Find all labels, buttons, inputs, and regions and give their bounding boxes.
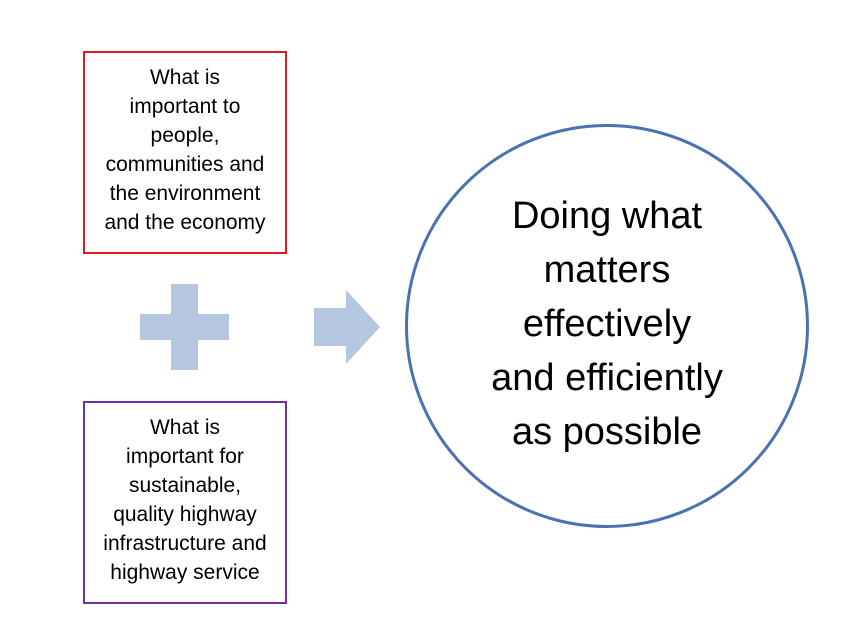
arrow-right-icon: [314, 290, 380, 364]
highway-infrastructure-text: What is important for sustainable, quali…: [103, 416, 267, 584]
outcome-circle: Doing what matters effectively and effic…: [405, 124, 809, 528]
highway-infrastructure-box: What is important for sustainable, quali…: [83, 401, 287, 604]
outcome-text: Doing what matters effectively and effic…: [491, 195, 723, 453]
people-communities-text: What is important to people, communities…: [104, 66, 266, 234]
people-communities-box: What is important to people, communities…: [83, 51, 287, 254]
plus-icon: [140, 284, 229, 370]
